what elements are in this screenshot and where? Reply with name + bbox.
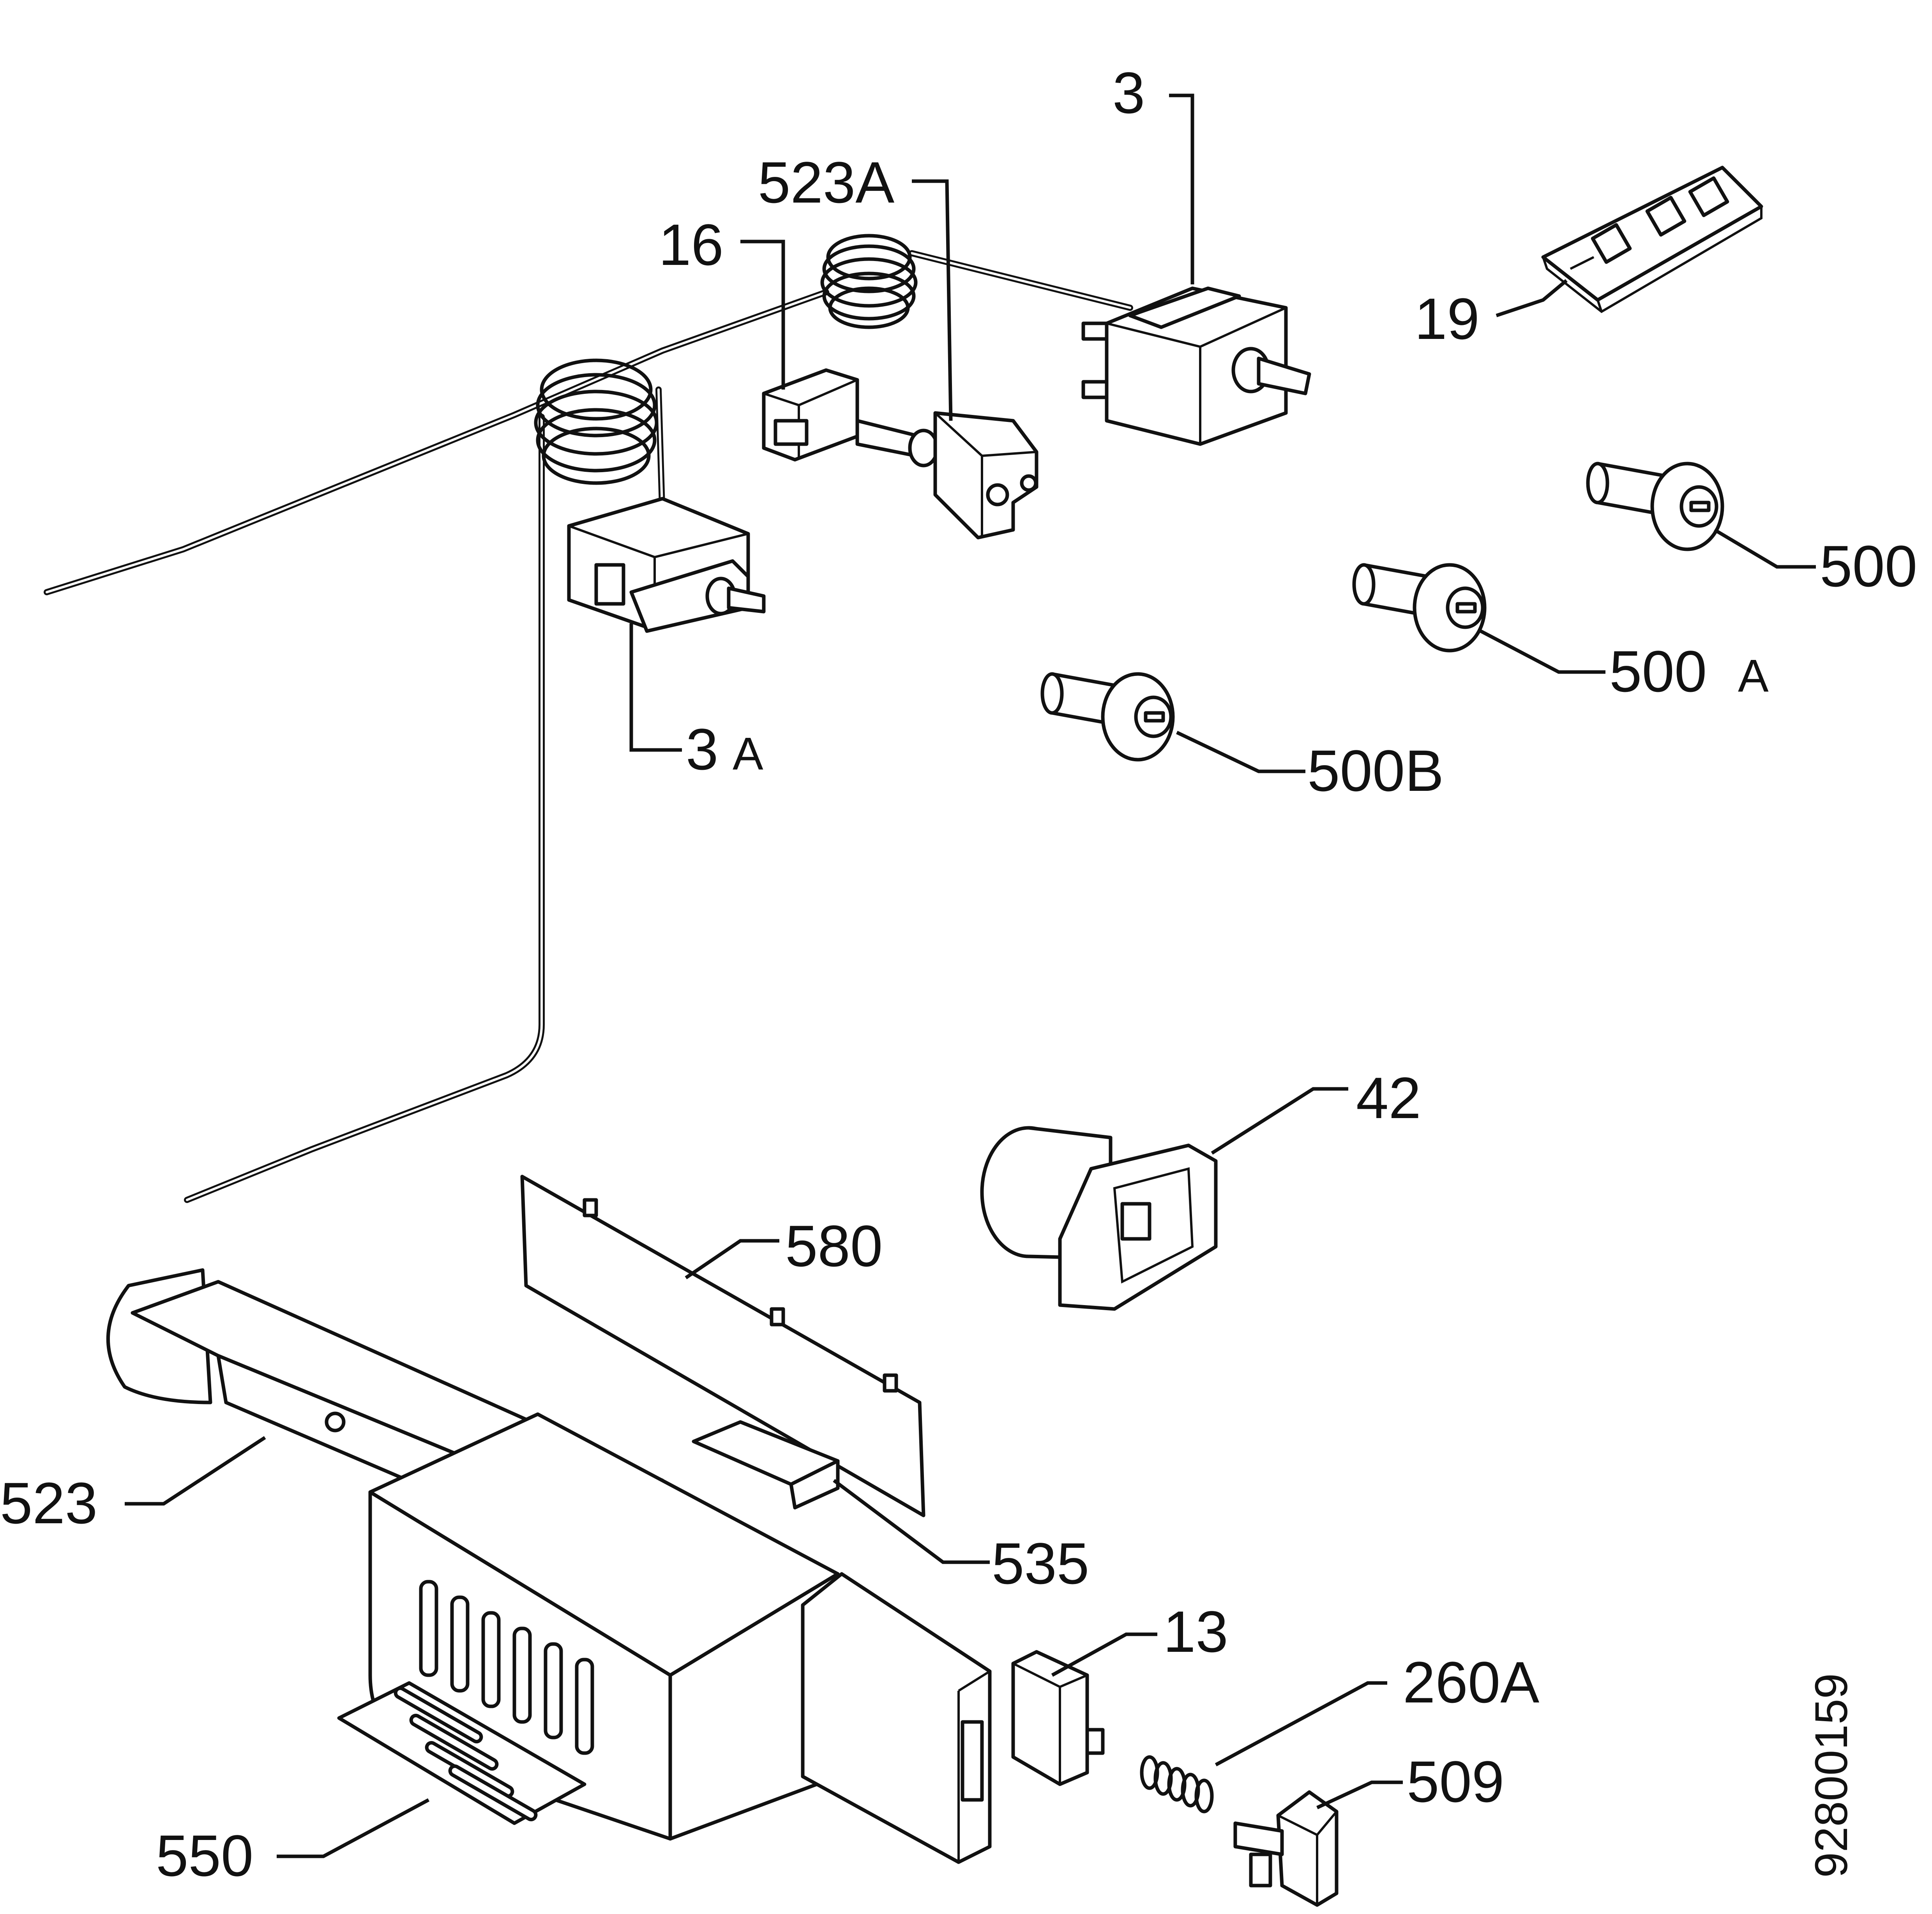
spring-260a [1140,1755,1214,1813]
label-535: 535 [992,1531,1089,1596]
label-509: 509 [1407,1749,1504,1814]
label-500: 500 [1820,533,1917,599]
coil-upper [820,234,918,329]
button-509 [1233,1790,1339,1907]
label-580: 580 [785,1213,883,1279]
label-260a: 260A [1403,1649,1539,1715]
label-550: 550 [156,1823,253,1888]
knob-500b [1040,672,1175,762]
part-labels: 3 523A 16 19 500 500 A 500B 3 A 42 580 5… [0,60,1917,1888]
label-3a-number: 3 [686,716,718,782]
leader-lines [125,93,1816,1858]
label-16: 16 [659,212,724,277]
control-panel-19 [1541,166,1763,313]
label-523: 523 [0,1470,97,1536]
switch-16 [762,368,939,467]
label-19: 19 [1415,286,1480,351]
grille-550 [337,1681,586,1825]
thermostat-3 [1081,286,1311,446]
diffuser-panel-580 [520,1175,925,1517]
label-523a: 523A [758,150,894,215]
cover-535 [692,1420,840,1510]
drawing-number: 92800159 [1806,1673,1857,1878]
thermostat-3a [567,497,766,633]
label-500a-suffix: A [1738,650,1769,702]
vent-slots [419,1580,594,1755]
label-3a-suffix: A [733,728,763,780]
coil-lower [534,358,659,485]
label-500b: 500B [1307,738,1444,803]
knob-500 [1586,462,1724,551]
label-500a-number: 500 [1609,639,1707,704]
switch-13 [1011,1650,1105,1786]
label-13: 13 [1163,1599,1228,1664]
knob-500a [1352,563,1487,653]
bracket-523a [933,411,1038,540]
label-3: 3 [1113,60,1145,125]
capillary-tube-thermostat-3a [184,358,666,1203]
lamp-holder-42 [980,1126,1218,1311]
label-42: 42 [1356,1065,1421,1131]
